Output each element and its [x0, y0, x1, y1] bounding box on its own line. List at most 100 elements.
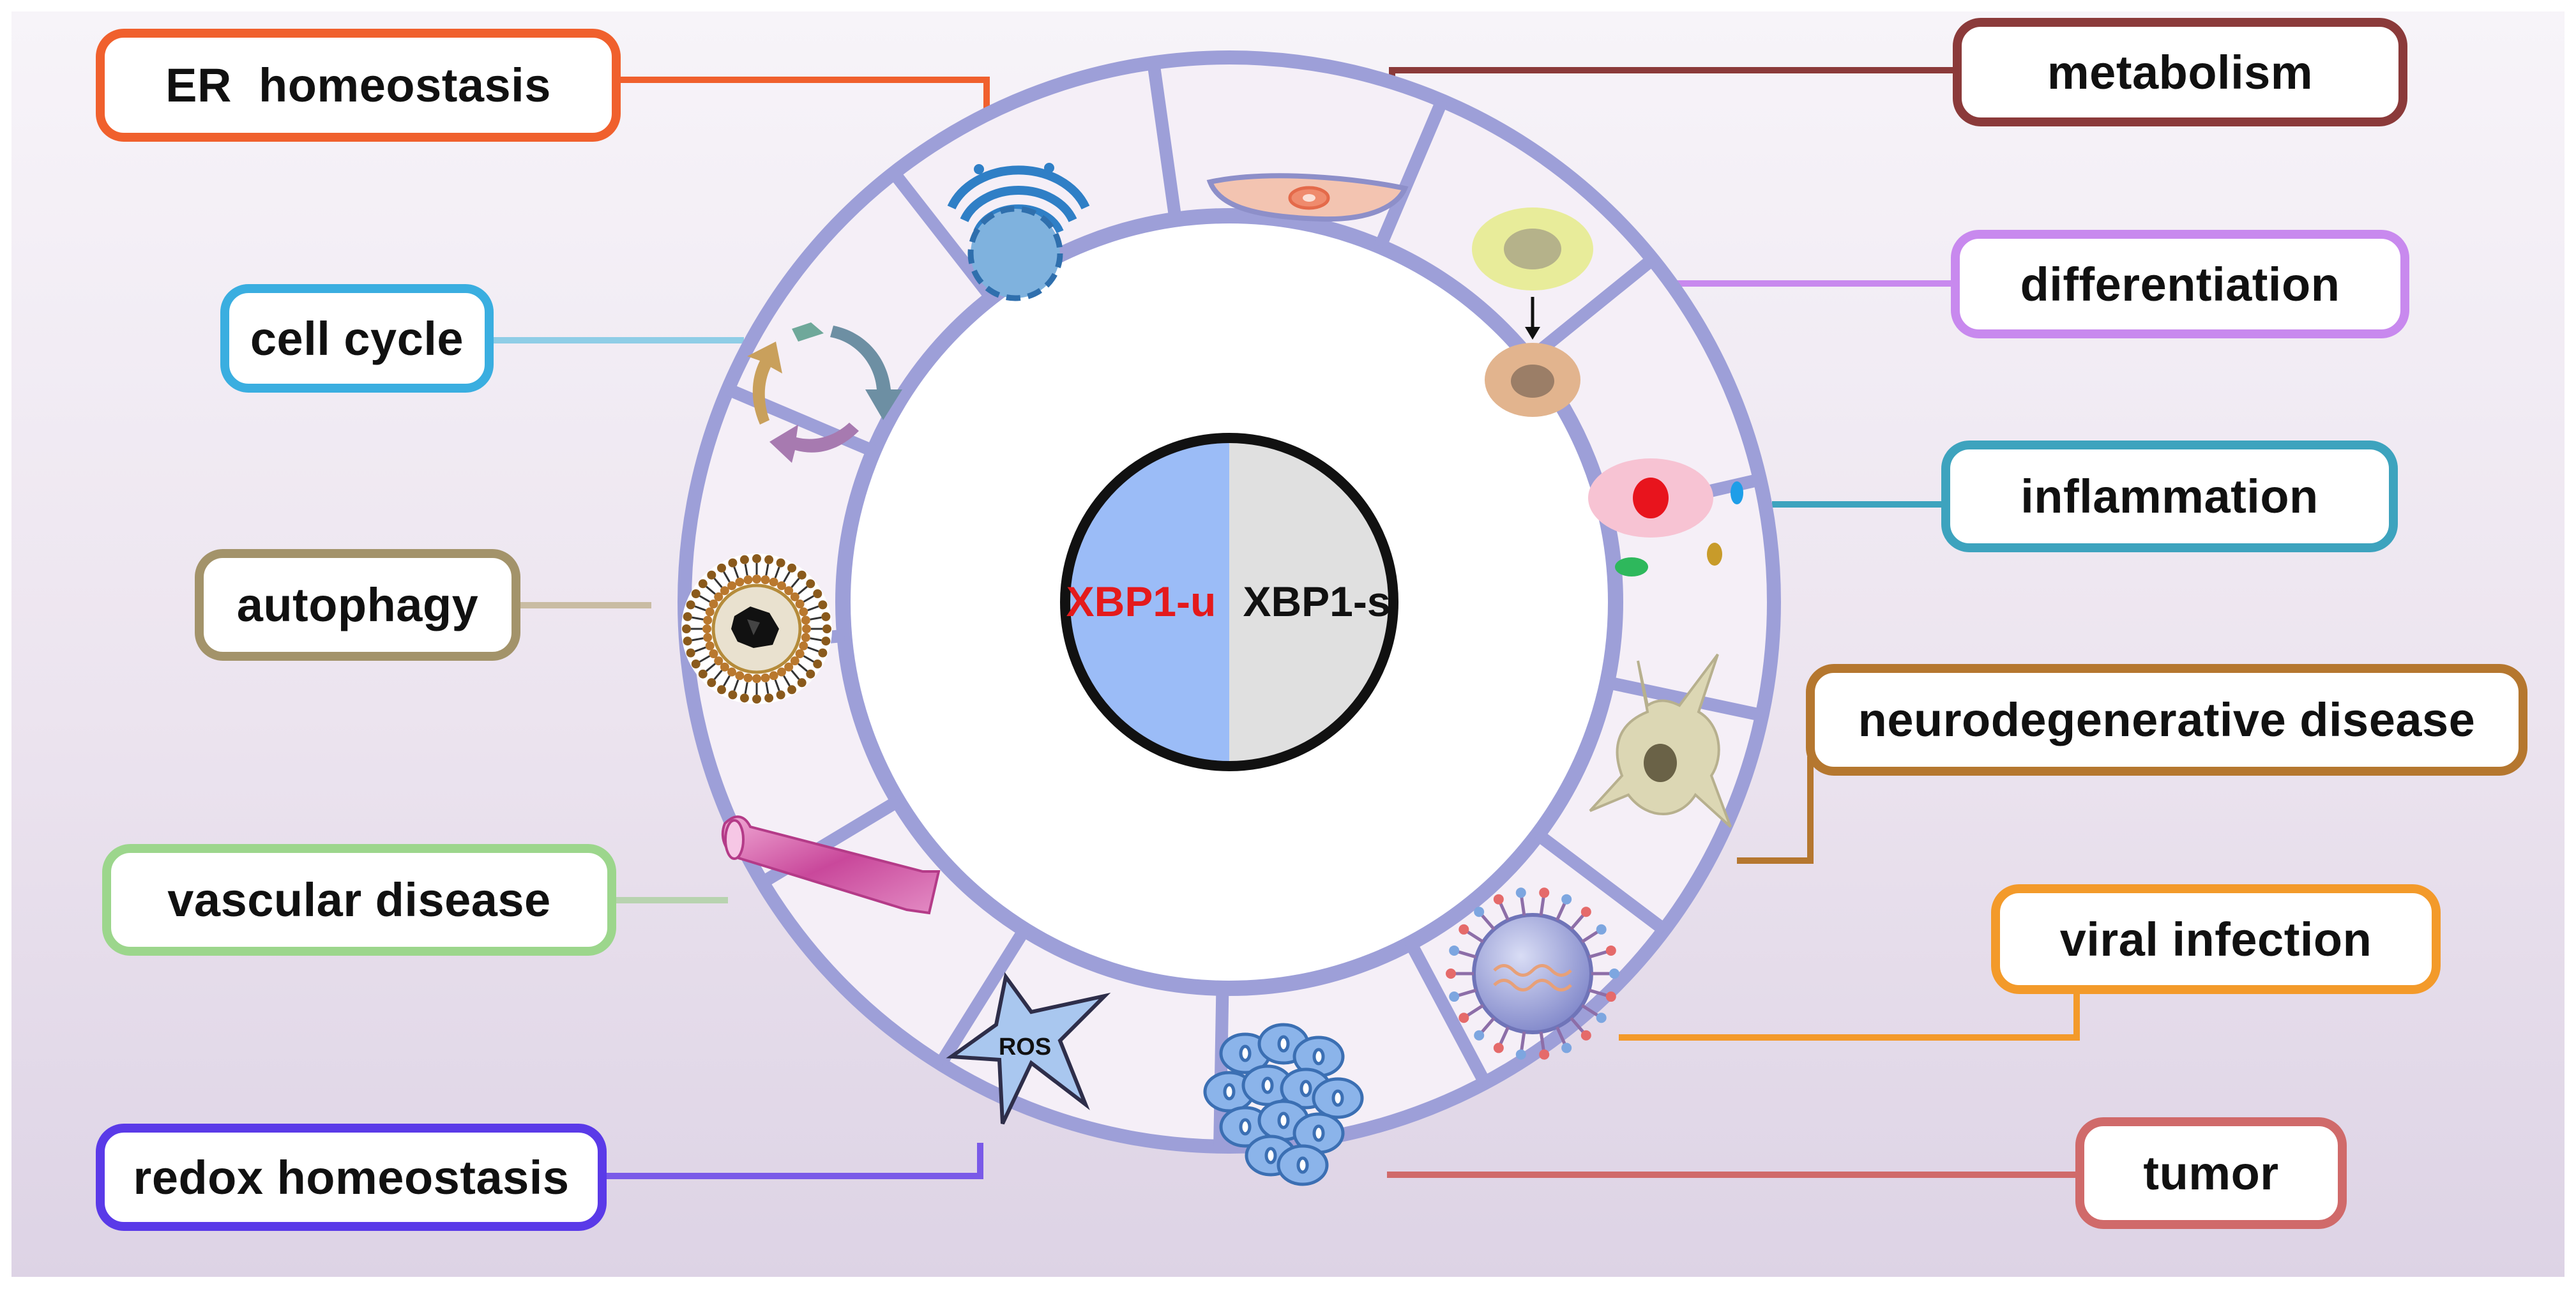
lipid-tail — [694, 605, 706, 612]
virus-spike-tip — [1580, 907, 1591, 917]
virus-spike-tip — [1605, 991, 1616, 1002]
label-er-homeostasis-text: ER homeostasis — [165, 59, 551, 112]
tumor-cell-nucleus — [1264, 1147, 1277, 1165]
virus-spike-tip — [1493, 894, 1504, 905]
lipid-tail — [798, 663, 808, 672]
lipid-head — [790, 592, 799, 601]
lipid-head — [801, 615, 810, 625]
lipid-head — [728, 690, 738, 700]
label-tumor-text: tumor — [2143, 1147, 2279, 1200]
lipid-head — [682, 624, 691, 633]
lipid-head — [776, 558, 785, 568]
lipid-head — [797, 570, 807, 580]
er-icon — [947, 163, 1090, 301]
lipid-tail — [692, 616, 704, 621]
lipid-head — [776, 690, 785, 700]
virus-spike-tip — [1580, 1030, 1591, 1041]
lipid-head — [739, 555, 749, 564]
lipid-head — [790, 656, 799, 666]
label-differentiation-text: differentiation — [2020, 257, 2340, 311]
lipid-head — [709, 649, 718, 658]
lipid-head — [707, 678, 716, 688]
virus-spike-tip — [1605, 945, 1616, 956]
center-left-label: XBP1-u — [1066, 578, 1216, 625]
differentiation-icon — [1472, 207, 1593, 417]
lipid-head — [709, 599, 718, 608]
lipid-head — [799, 641, 808, 651]
lipid-head — [761, 673, 770, 682]
label-metabolism-text: metabolism — [2047, 45, 2314, 99]
lipid-head — [806, 669, 815, 679]
tumor-cell-nucleus — [1296, 1156, 1309, 1174]
virus-spike-tip — [1458, 1013, 1469, 1023]
lipid-tail — [791, 670, 800, 680]
lipid-head — [702, 624, 711, 633]
lipid-head — [761, 575, 770, 585]
lipid-head — [720, 662, 729, 672]
lipid-head — [727, 581, 736, 591]
vessel-icon — [721, 815, 941, 915]
center-right-half — [1229, 438, 1393, 766]
lipid-head — [764, 555, 774, 564]
lipid-head — [686, 600, 695, 610]
label-differentiation: differentiation — [1951, 230, 2409, 338]
lipid-tail — [810, 637, 822, 642]
virus-spike-tip — [1609, 969, 1619, 979]
virus-spike-tip — [1493, 1043, 1504, 1053]
lipid-tail — [803, 655, 814, 663]
center-right-label: XBP1-s — [1243, 578, 1390, 625]
center-outline — [1060, 433, 1398, 771]
lipid-head — [683, 637, 692, 646]
connector-lines — [492, 67, 2080, 1179]
lipid-head — [705, 607, 715, 617]
ring-divider — [725, 383, 877, 457]
virus-spike-tip — [1515, 887, 1526, 898]
lipid-head — [822, 624, 831, 633]
virus-icon — [1446, 887, 1619, 1060]
label-tumor: tumor — [2075, 1117, 2347, 1229]
lipid-head — [784, 662, 794, 672]
lipid-head — [720, 586, 729, 596]
ring-divider — [1374, 98, 1448, 250]
ring-divider — [935, 926, 1030, 1067]
lipid-head — [752, 695, 761, 704]
lipid-head — [764, 693, 774, 703]
lipid-head — [691, 660, 701, 668]
lipid-tail — [733, 566, 739, 578]
tumor-cell-nucleus — [1223, 1083, 1236, 1101]
label-autophagy: autophagy — [195, 549, 520, 661]
connector-er-homeostasis — [618, 77, 990, 115]
lipid-head — [686, 648, 695, 658]
lipid-head — [717, 685, 726, 695]
lipid-head — [735, 671, 745, 681]
ros-icon: ROS — [946, 972, 1111, 1125]
lipid-tail — [807, 605, 819, 612]
connector-neurodegenerative-disease — [1737, 757, 1814, 864]
lipid-head — [777, 667, 786, 677]
ring-divider — [1525, 254, 1657, 365]
lipid-head — [806, 579, 815, 589]
lipid-tail — [733, 679, 739, 691]
lipid-head — [707, 570, 716, 580]
lipid-head — [769, 577, 778, 587]
lipid-head — [818, 648, 828, 658]
ros-label: ROS — [999, 1034, 1051, 1060]
connector-metabolism — [1389, 67, 1957, 89]
lipid-tail — [798, 585, 808, 595]
label-redox-homeostasis-text: redox homeostasis — [133, 1150, 570, 1204]
neuron-icon — [1589, 653, 1732, 828]
tumor-cell-nucleus — [1239, 1118, 1252, 1136]
virus-spike-tip — [1561, 1043, 1572, 1053]
label-viral-infection: viral infection — [1991, 884, 2441, 994]
lipid-head — [769, 671, 778, 681]
lipid-head — [743, 673, 753, 682]
label-neurodegenerative-disease-text: neurodegenerative disease — [1858, 693, 2476, 746]
label-viral-infection-text: viral infection — [2059, 912, 2372, 966]
virus-spike-tip — [1474, 1030, 1485, 1041]
lipid-tail — [699, 595, 711, 603]
lipid-head — [795, 599, 805, 608]
tumor-icon — [1203, 1023, 1364, 1186]
virus-spike-tip — [1474, 907, 1485, 917]
label-inflammation: inflammation — [1941, 441, 2398, 552]
tumor-cell-nucleus — [1312, 1048, 1325, 1066]
